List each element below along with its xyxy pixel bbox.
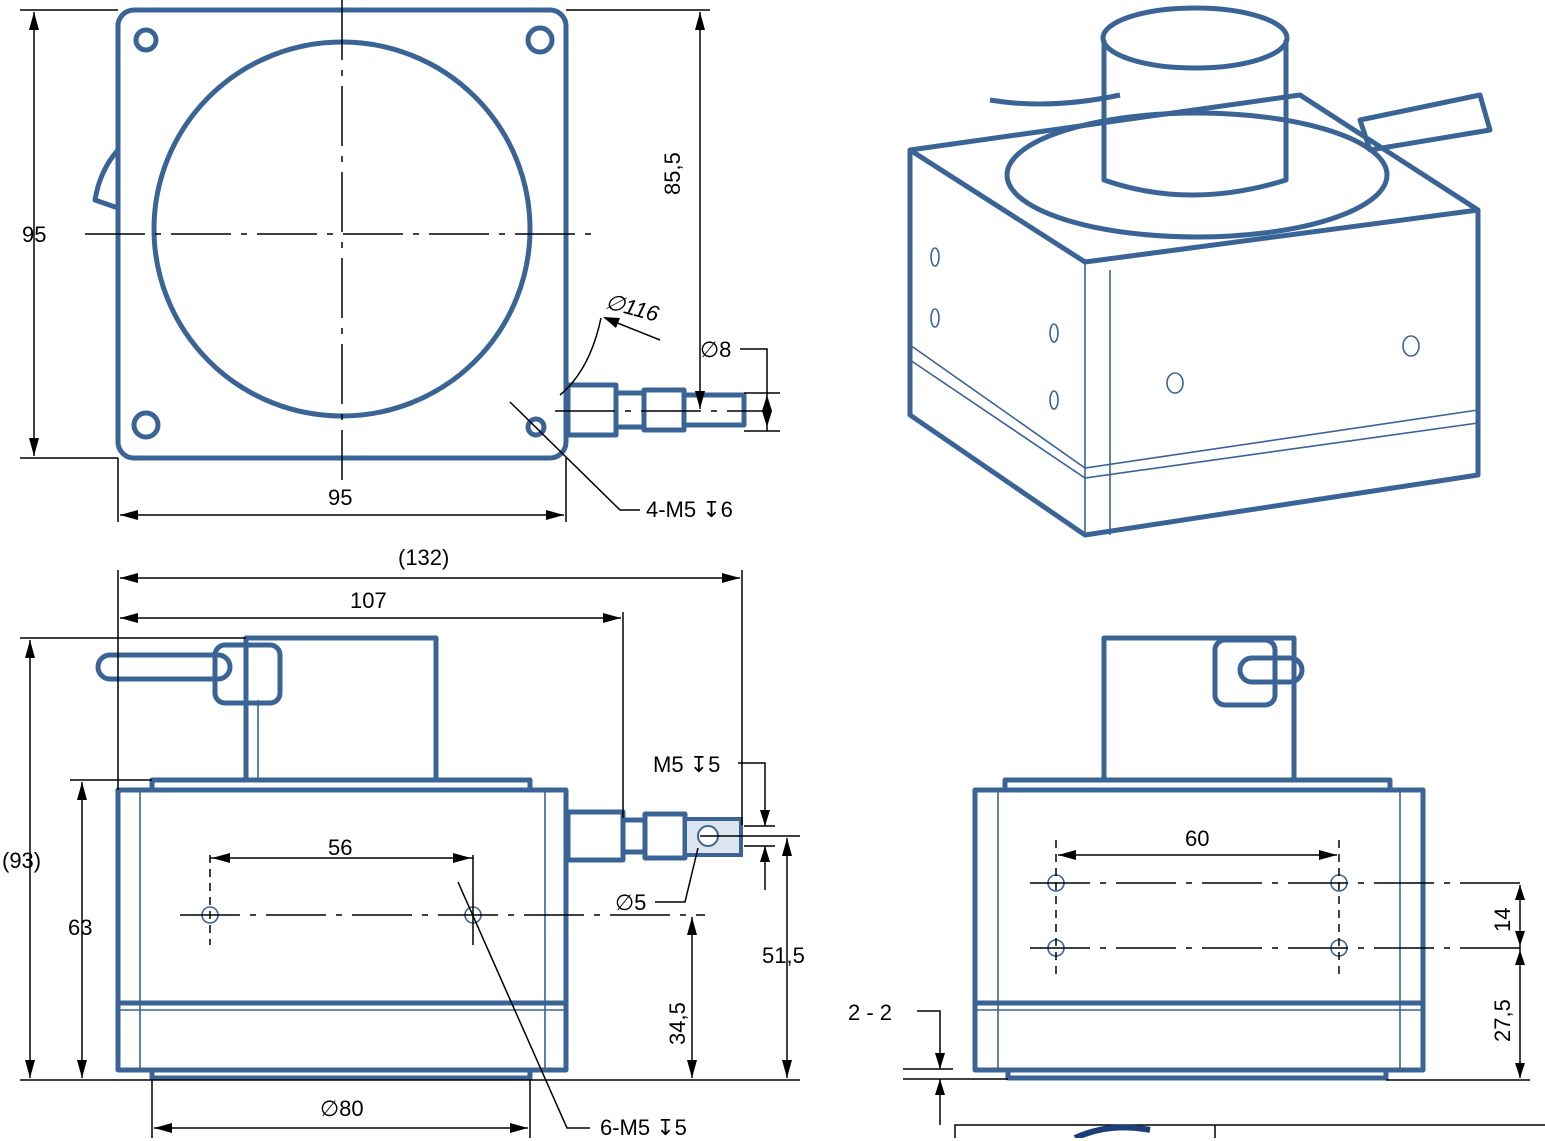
front-view	[20, 570, 800, 1138]
iso-encoder-top	[1100, 5, 1290, 71]
leader-pin	[655, 847, 699, 903]
top-view	[20, 0, 780, 522]
leader-4m5	[509, 401, 640, 511]
dim-132: (132)	[398, 545, 450, 570]
callout-m5-shaft: M5 ↧5	[653, 752, 721, 777]
cable-gland	[212, 642, 283, 706]
dim-95-horizontal: 95	[328, 485, 353, 510]
dim-14: 14	[1490, 907, 1515, 932]
dim-shaft-8: ∅8	[700, 337, 732, 362]
title-block	[954, 1124, 1545, 1138]
mount-hole-br	[525, 416, 547, 438]
encoder-housing	[243, 635, 439, 783]
dim-34-5: 34,5	[665, 1002, 690, 1045]
company-logo	[1073, 1124, 1151, 1138]
dim-85-5: 85,5	[660, 152, 685, 195]
dim-107: 107	[350, 588, 387, 613]
dim-step-2: 2 - 2	[848, 1000, 893, 1025]
dim-arc-116: ∅116	[602, 288, 662, 327]
mount-hole-tl	[133, 27, 159, 53]
dim-pin-5: ∅5	[615, 890, 647, 915]
dim-60: 60	[1185, 826, 1210, 851]
iso-cable	[989, 92, 1121, 107]
leader-6m5	[457, 881, 590, 1129]
iso-drum	[1004, 110, 1390, 240]
front-flange	[149, 1067, 533, 1081]
callout-4-m5: 4-M5 ↧6	[646, 497, 733, 522]
cable	[95, 652, 233, 682]
dim-63: 63	[68, 915, 93, 940]
dim-51-5: 51,5	[762, 943, 805, 968]
arc-116	[559, 317, 602, 396]
socket-screw-bl	[131, 410, 161, 440]
dim-27-5: 27,5	[1490, 999, 1515, 1042]
dim-95-vertical: 95	[22, 222, 47, 247]
dim-flange-80: ∅80	[320, 1096, 364, 1121]
socket-screw-tr	[525, 25, 555, 55]
isometric-view	[907, 5, 1493, 538]
shaft-tip	[681, 392, 747, 428]
callout-6-m5: 6-M5 ↧5	[600, 1115, 687, 1140]
iso-shaft	[1357, 92, 1493, 153]
dim-56: 56	[328, 835, 353, 860]
dim-93: (93)	[2, 848, 42, 873]
cable-stub	[92, 148, 120, 211]
side-encoder-housing	[1101, 635, 1297, 783]
side-view	[903, 635, 1545, 1138]
